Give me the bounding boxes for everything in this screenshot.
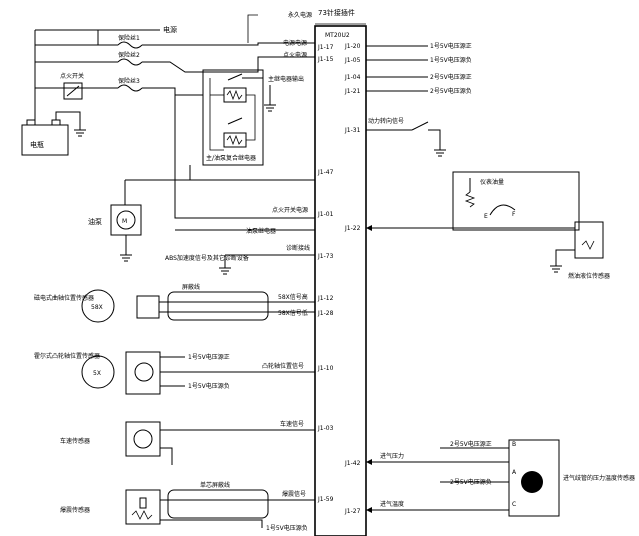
map-pressure-label: 进气压力 [380, 452, 404, 460]
ign-power-label: 点火电源 [283, 51, 307, 59]
svg-text:E: E [484, 213, 488, 220]
knock-gnd-label: 1号5V电压源负 [266, 524, 308, 532]
fuse-2: 保险丝2 [117, 51, 143, 66]
svg-text:5X: 5X [93, 370, 101, 377]
svg-text:F: F [512, 211, 516, 218]
diag-label: 诊断接线 [286, 244, 310, 252]
ignition-switch: 点火开关 [60, 72, 84, 100]
svg-text:点火开关: 点火开关 [60, 72, 84, 80]
map-gnd-label: 2号5V电压源负 [450, 478, 492, 486]
ignition-coil-label: 油泵继电器 [246, 227, 276, 235]
ecu-model: MT20U2 [325, 32, 350, 39]
feed-top-label: 电源 [163, 25, 177, 34]
svg-text:保险丝3: 保险丝3 [118, 77, 140, 85]
pin-j103: J1-03 [317, 425, 334, 432]
pin-j120: J1-20 [344, 43, 361, 50]
map-src-label: 2号5V电压源正 [450, 440, 492, 448]
svg-text:车速传感器: 车速传感器 [60, 437, 90, 445]
pin-j104: J1-04 [344, 74, 361, 81]
pin-j128: J1-28 [317, 310, 334, 317]
fuse-1: 保险丝1 [117, 34, 143, 49]
cmp-sig-label: 凸轮轴位置信号 [262, 362, 304, 370]
diag-note: ABS加速度信号及其它诊断设备 [165, 254, 249, 262]
sig-2: 1号5V电压源负 [430, 56, 472, 64]
steer-label: 动力转向信号 [368, 117, 404, 125]
connector-title: 73针接插件 [318, 8, 355, 17]
battery: 电瓶 [21, 119, 69, 156]
pin-j112: J1-12 [317, 295, 334, 302]
svg-text:油泵: 油泵 [88, 217, 102, 226]
map-sensor-box [508, 439, 560, 517]
steer-switch [411, 121, 441, 150]
fuse-3: 保险丝3 [117, 77, 143, 92]
fuel-level-sensor: 燃油液位传感器 [568, 221, 610, 280]
main-relay-out-label: 主继电器输出 [268, 75, 304, 83]
svg-text:霍尔式凸轮轴位置传感器: 霍尔式凸轮轴位置传感器 [34, 352, 100, 360]
svg-text:58X: 58X [91, 304, 103, 311]
pin-j131: J1-31 [344, 127, 361, 134]
ckp-lo-label: 58X信号低 [278, 309, 308, 317]
map-pin-a: A [512, 469, 517, 476]
shield-cable-2 [167, 489, 269, 519]
cmp-src-label: 1号5V电压源正 [188, 353, 230, 361]
vss-sig-label: 车速信号 [280, 420, 304, 428]
pin-j122: J1-22 [344, 225, 361, 232]
map-pin-c: C [512, 501, 516, 508]
sig-1: 1号5V电压源正 [430, 42, 472, 50]
map-temp-label: 进气温度 [380, 500, 404, 508]
svg-text:保险丝1: 保险丝1 [118, 34, 140, 42]
svg-text:燃油液位传感器: 燃油液位传感器 [568, 272, 610, 280]
relay-box-label: 主/油泵复合继电器 [206, 154, 256, 162]
shield-2-label: 单芯屏蔽线 [200, 481, 230, 489]
sig-4: 2号5V电压源负 [430, 87, 472, 95]
svg-text:爆震传感器: 爆震传感器 [60, 506, 90, 514]
cmp-sensor: 5X 霍尔式凸轮轴位置传感器 [34, 351, 161, 395]
svg-text:保险丝2: 保险丝2 [118, 51, 140, 59]
pin-j101: J1-01 [317, 211, 334, 218]
svg-text:M: M [122, 218, 127, 225]
sig-3: 2号5V电压源正 [430, 73, 472, 81]
pin-j115: J1-15 [317, 56, 334, 63]
ckp-hi-label: 58X信号高 [278, 293, 308, 301]
ign-power-ecu-label: 点火开关电源 [272, 206, 308, 214]
knock-sig-label: 爆震信号 [282, 490, 306, 498]
ecu-box [314, 25, 367, 536]
map-pin-b: B [512, 441, 516, 448]
pin-j117: J1-17 [317, 44, 334, 51]
pin-j142: J1-42 [344, 460, 361, 467]
ckp-sensor: 58X 磁电式曲轴位置传感器 [34, 289, 160, 323]
pin-j121: J1-21 [344, 88, 361, 95]
shield-cable-1 [167, 291, 269, 321]
pin-j147: J1-47 [317, 169, 334, 176]
shield-1-label: 屏蔽线 [182, 283, 200, 291]
pin-j127: J1-27 [344, 508, 361, 515]
svg-text:磁电式曲轴位置传感器: 磁电式曲轴位置传感器 [34, 294, 94, 302]
svg-text:仪表油量: 仪表油量 [480, 178, 504, 186]
perm-power-label: 永久电源 [288, 11, 312, 19]
knock-sensor: 爆震传感器 [60, 489, 161, 525]
svg-text:电瓶: 电瓶 [30, 140, 44, 149]
pin-j110: J1-10 [317, 365, 334, 372]
relay-box [202, 69, 264, 166]
cmp-gnd-label: 1号5V电压源负 [188, 382, 230, 390]
pin-j159: J1-59 [317, 496, 334, 503]
pin-j173: J1-73 [317, 253, 334, 260]
map-sensor-label: 进气歧管的压力温度传感器 [563, 474, 635, 482]
power-ctrl-label: 电源电源 [283, 39, 307, 47]
vss-sensor: 车速传感器 [60, 421, 161, 457]
pin-j105: J1-05 [344, 57, 361, 64]
fuel-gauge: 仪表油量 E F [452, 171, 580, 231]
